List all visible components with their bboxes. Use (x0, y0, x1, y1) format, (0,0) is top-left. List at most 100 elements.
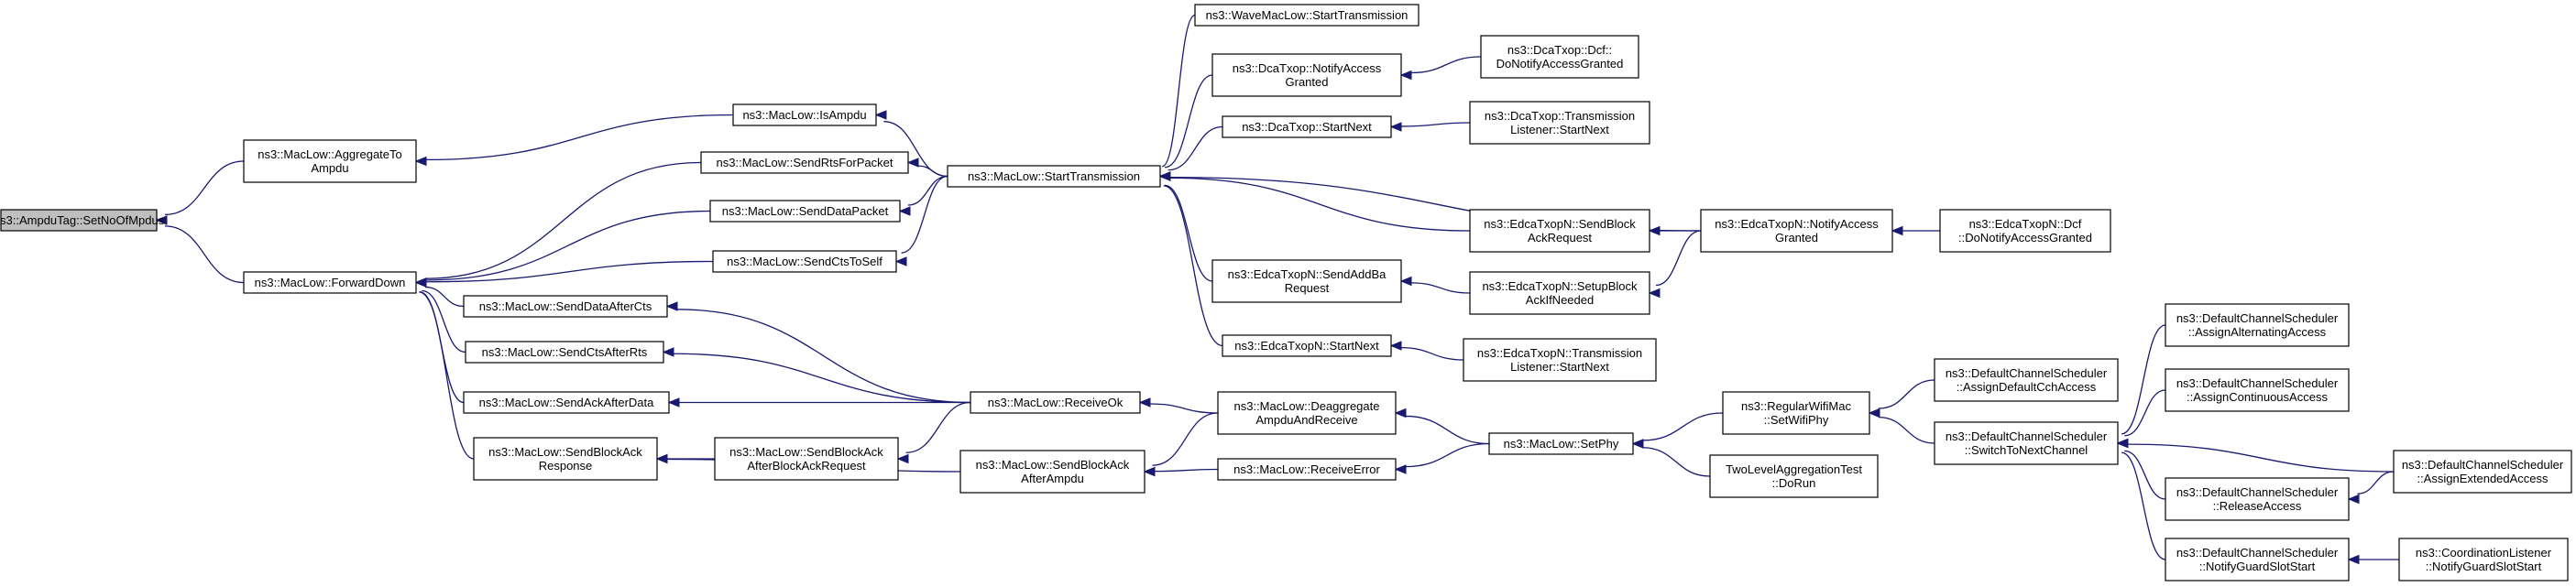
node-label: ns3::MacLow::IsAmpdu (742, 108, 866, 122)
node-label: ns3::DcaTxop::StartNext (1242, 120, 1372, 134)
edge-line (2124, 450, 2166, 500)
node-dcs-notifyguardslotstart[interactable]: ns3::DefaultChannelScheduler::NotifyGuar… (2165, 538, 2350, 582)
arrowhead-icon (655, 453, 668, 464)
node-box (463, 391, 670, 414)
node-edcatxopn-startnext[interactable]: ns3::EdcaTxopN::StartNext (1222, 334, 1392, 357)
node-box (947, 165, 1161, 188)
node-dcatxop-notifyaccessgranted[interactable]: ns3::DcaTxop::NotifyAccessGranted (1211, 53, 1402, 97)
node-dcs-assigncontinuousaccess[interactable]: ns3::DefaultChannelScheduler::AssignCont… (2165, 368, 2350, 412)
node-maclow-forwarddown[interactable]: ns3::MacLow::ForwardDown (243, 271, 417, 294)
node-label: Granted (1286, 75, 1329, 89)
edge-maclow_receiveerror-to-maclow_sendblockackafterampdu (1143, 466, 1219, 477)
arrowhead-icon (896, 453, 909, 464)
edge-line (1410, 282, 1471, 294)
node-box (1222, 115, 1392, 138)
edge-line (425, 161, 702, 279)
node-box (1700, 209, 1893, 253)
node-label: ns3::WaveMacLow::StartTransmission (1206, 8, 1409, 22)
edge-maclow_aggregatetoampdu-to-ampdutag_setnoofmpdus (155, 160, 245, 225)
edge-dcatxop_dcf_donotifyaccessgranted-to-dcatxop_notifyaccessgranted (1399, 56, 1482, 81)
node-maclow-starttransmission[interactable]: ns3::MacLow::StartTransmission (947, 165, 1161, 188)
edge-line (1152, 412, 1219, 466)
node-box (2165, 368, 2350, 412)
edge-line (424, 286, 465, 308)
node-maclow-sendctstoself[interactable]: ns3::MacLow::SendCtsToSelf (712, 250, 897, 273)
node-dcatxop-transmissionlistener-startnext[interactable]: ns3::DcaTxop::TransmissionListener::Star… (1469, 101, 1650, 145)
node-label: ns3::RegularWifiMac (1741, 399, 1851, 413)
edge-line (1164, 184, 1213, 282)
edge-maclow_starttransmission-to-maclow_senddatapacket (898, 175, 948, 216)
node-regularwifimac-setwifiphy[interactable]: ns3::RegularWifiMac::SetWifiPhy (1722, 391, 1870, 435)
node-maclow-senddataafterccts[interactable]: ns3::MacLow::SendDataAfterCts (463, 295, 668, 318)
node-ampdutag-setnoofmpdus[interactable]: ns3::AmpduTag::SetNoOfMpdus (0, 209, 165, 232)
node-box (1480, 35, 1639, 79)
arrowhead-icon (2116, 438, 2129, 449)
edge-line (1410, 56, 1482, 74)
node-dcatxop-dcf-donotifyaccessgranted[interactable]: ns3::DcaTxop::Dcf::DoNotifyAccessGranted (1480, 35, 1639, 79)
edge-line (1642, 412, 1724, 441)
edge-maclow_forwarddown-to-ampdutag_setnoofmpdus (155, 215, 245, 284)
edge-maclow_sendrtsforpacket-to-maclow_forwarddown (414, 161, 702, 288)
node-label: ::ReleaseAccess (2213, 499, 2302, 513)
arrowhead-icon (414, 156, 427, 167)
edge-line (1405, 442, 1490, 468)
node-box (732, 103, 877, 126)
edge-maclow_receiveok-to-maclow_sendackafterdata (667, 397, 970, 408)
node-label: ns3::MacLow::ReceiveOk (988, 396, 1124, 409)
node-maclow-sendctsafterrts[interactable]: ns3::MacLow::SendCtsAfterRts (465, 341, 664, 364)
edge-line (901, 175, 948, 254)
arrowhead-icon (662, 347, 674, 357)
edge-coordinationlistener_notifyguardslotstart-to-dcs_notifyguardslotstart (2347, 554, 2399, 565)
node-box (0, 209, 158, 232)
edge-line (1163, 185, 1223, 347)
node-label: ns3::EdcaTxopN::SendAddBa (1228, 267, 1387, 281)
node-label: ns3::DefaultChannelScheduler (2176, 546, 2339, 560)
arrowhead-icon (2347, 554, 2360, 565)
edge-edcatxopn_startnext-to-maclow_starttransmission (1158, 171, 1223, 347)
node-dcs-releaseaccess[interactable]: ns3::DefaultChannelScheduler::ReleaseAcc… (2165, 477, 2350, 521)
node-maclow-setphy[interactable]: ns3::MacLow::SetPhy (1488, 432, 1634, 455)
edge-dcs_assigncontinuousaccess-to-dcs_switchtonextchannel (2116, 389, 2166, 449)
node-label: ::AssignExtendedAccess (2417, 472, 2549, 485)
edge-line (1878, 379, 1935, 409)
node-label: ::AssignAlternatingAccess (2188, 325, 2327, 339)
node-twolevelaggregationtest-dorun[interactable]: TwoLevelAggregationTest::DoRun (1709, 454, 1879, 498)
node-maclow-isampdu[interactable]: ns3::MacLow::IsAmpdu (732, 103, 877, 126)
node-maclow-senddatapacket[interactable]: ns3::MacLow::SendDataPacket (709, 200, 901, 223)
node-coordinationlistener-notifyguardslotstart[interactable]: ns3::CoordinationListener::NotifyGuardSl… (2398, 538, 2569, 582)
node-dcs-switchtonextchannel[interactable]: ns3::DefaultChannelScheduler::SwitchToNe… (1934, 421, 2119, 465)
node-label: ::AssignContinuousAccess (2187, 390, 2328, 404)
node-wavemaclow-starttransmission[interactable]: ns3::WaveMacLow::StartTransmission (1194, 4, 1420, 27)
node-maclow-sendrtsforpacket[interactable]: ns3::MacLow::SendRtsForPacket (700, 151, 909, 174)
node-label: ns3::MacLow::SendBlockAck (976, 458, 1130, 472)
node-dcs-assignextendedaccess[interactable]: ns3::DefaultChannelScheduler::AssignExte… (2393, 450, 2572, 494)
node-edcatxopn-transmissionlistener-startnext[interactable]: ns3::EdcaTxopN::TransmissionListener::St… (1463, 338, 1657, 382)
node-box (463, 295, 668, 318)
node-edcatxopn-dcf-donotifyaccessgranted[interactable]: ns3::EdcaTxopN::Dcf::DoNotifyAccessGrant… (1939, 209, 2111, 253)
edge-maclow_setphy-to-maclow_deaggregateampduandreceive (1394, 408, 1490, 445)
node-box (243, 271, 417, 294)
edge-line (419, 291, 475, 460)
node-dcs-assigndefaultcchaccess[interactable]: ns3::DefaultChannelScheduler::AssignDefa… (1934, 358, 2119, 402)
edge-maclow_sendblockackresponse-to-maclow_forwarddown (414, 277, 475, 460)
node-maclow-sendblockackafterblockackrequest[interactable]: ns3::MacLow::SendBlockAckAfterBlockAckRe… (714, 437, 899, 481)
node-box (2165, 303, 2350, 347)
node-maclow-sendackafterdata[interactable]: ns3::MacLow::SendAckAfterData (463, 391, 670, 414)
edge-line (425, 210, 711, 281)
node-label: ns3::EdcaTxopN::Dcf (1969, 217, 2082, 231)
node-edcatxopn-notifyaccessgranted[interactable]: ns3::EdcaTxopN::NotifyAccessGranted (1700, 209, 1893, 253)
node-maclow-receiveerror[interactable]: ns3::MacLow::ReceiveError (1217, 458, 1397, 481)
node-dcs-assignalternatingaccess[interactable]: ns3::DefaultChannelScheduler::AssignAlte… (2165, 303, 2350, 347)
node-maclow-receiveok[interactable]: ns3::MacLow::ReceiveOk (970, 391, 1141, 414)
node-box (1194, 4, 1420, 27)
edge-dcs_releaseaccess-to-dcs_switchtonextchannel (2116, 438, 2166, 500)
node-dcatxop-startnext[interactable]: ns3::DcaTxop::StartNext (1222, 115, 1392, 138)
node-label: ns3::CoordinationListener (2416, 546, 2552, 560)
